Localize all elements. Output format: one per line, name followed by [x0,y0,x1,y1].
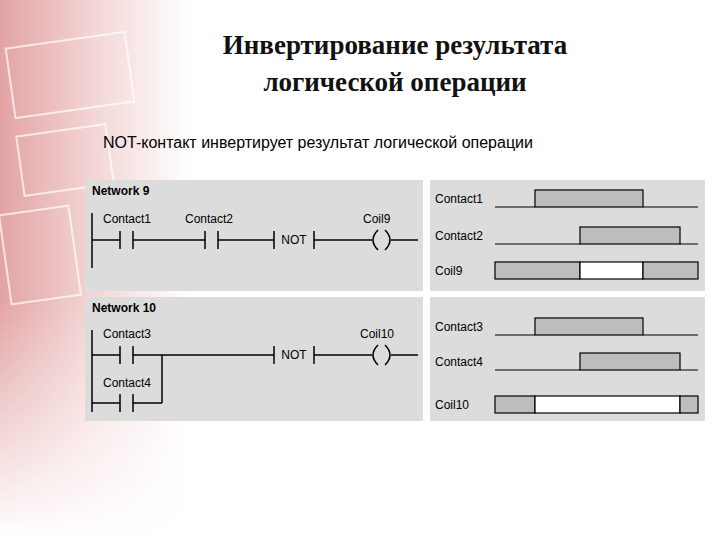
contact-label: Contact4 [103,376,151,390]
subtitle: NOT-контакт инвертирует результат логиче… [103,133,533,152]
not-label: NOT [281,233,306,247]
network-label: Network 9 [92,184,149,198]
not-label: NOT [281,348,306,362]
network-label: Network 10 [92,301,156,315]
slide-title: Инвертирование результата логической опе… [180,27,610,101]
coil-label: Coil9 [363,212,390,226]
signal-name: Contact3 [435,320,483,334]
coil-label: Coil10 [360,327,394,341]
signal-name: Coil10 [435,398,469,412]
signal-name: Coil9 [435,264,462,278]
contact-label: Contact3 [103,327,151,341]
signal-name: Contact4 [435,355,483,369]
timing-wave [495,190,698,413]
ladder-rung [92,330,418,412]
signal-name: Contact2 [435,229,483,243]
signal-name: Contact1 [435,192,483,206]
contact-label: Contact1 [103,212,151,226]
ladder-rung [92,213,418,268]
contact-label: Contact2 [185,212,233,226]
panel [85,180,705,421]
